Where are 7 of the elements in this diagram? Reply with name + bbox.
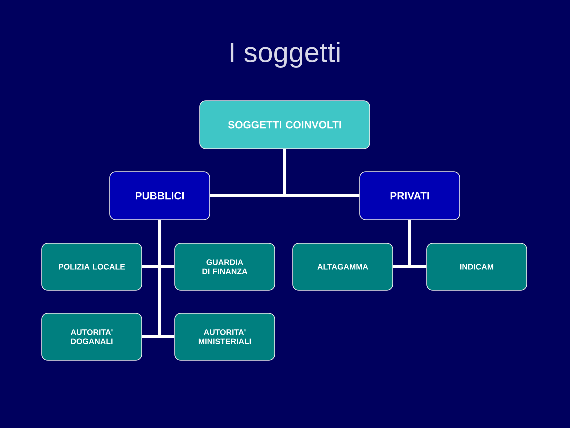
connector — [284, 149, 360, 198]
category-box: PRIVATI — [360, 172, 460, 220]
connector — [408, 220, 427, 268]
category-box: PUBBLICI — [110, 172, 210, 220]
root-box: SOGGETTI COINVOLTI — [200, 100, 370, 150]
title: I soggetti — [230, 42, 340, 68]
connector — [158, 220, 175, 338]
